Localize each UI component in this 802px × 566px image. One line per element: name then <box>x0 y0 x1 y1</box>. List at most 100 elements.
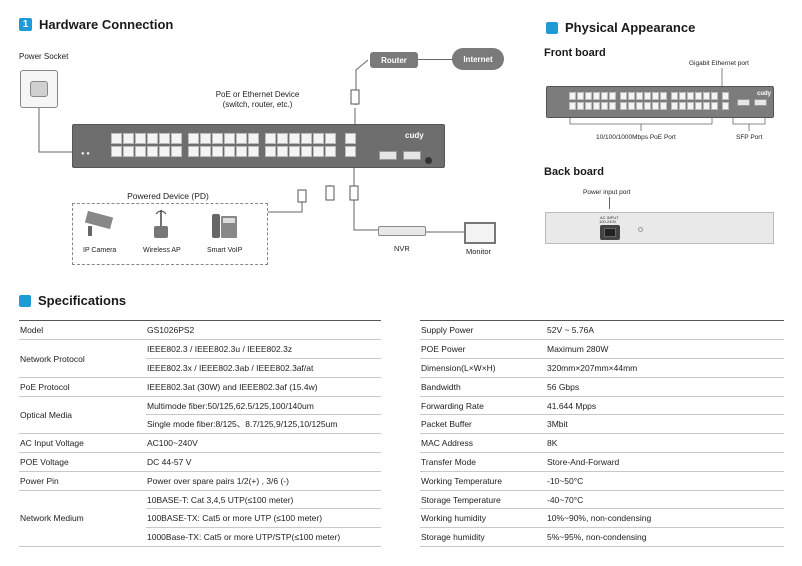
spec-row: Working Temperature-10~50°C <box>420 471 784 491</box>
rj45-port <box>577 102 584 110</box>
rj45-port <box>609 92 616 100</box>
wireless-ap-icon <box>154 210 168 238</box>
spec-label: AC Input Voltage <box>19 433 146 454</box>
sfp-slot <box>754 99 767 106</box>
rj45-port <box>123 133 134 144</box>
spec-value: 10%~90%, non-condensing <box>546 508 784 529</box>
spec-value: 3Mbit <box>546 414 784 435</box>
rj45-port <box>212 133 223 144</box>
ip-camera-icon <box>84 210 114 236</box>
sfp-port-label: SFP Port <box>736 134 763 141</box>
section-square-badge <box>546 21 558 34</box>
ip-camera-label: IP Camera <box>83 247 117 254</box>
hardware-connection-heading: Hardware Connection <box>39 17 174 32</box>
monitor-icon <box>464 222 496 244</box>
spec-value: 320mm×207mm×44mm <box>546 358 784 378</box>
spec-value: 52V ~ 5.76A <box>546 321 784 341</box>
power-input-port-label: Power input port <box>583 189 631 196</box>
internet-label: Internet <box>463 54 493 64</box>
rj45-port <box>722 102 729 110</box>
rj45-port <box>224 133 235 144</box>
rj45-port <box>628 102 635 110</box>
spec-label: Packet Buffer <box>420 414 546 435</box>
front-board-title: Front board <box>544 47 606 59</box>
rj45-port <box>277 133 288 144</box>
spec-label: MAC Address <box>420 433 546 454</box>
spec-label: Working humidity <box>420 508 546 529</box>
rj45-port <box>265 146 276 157</box>
spec-value: 41.644 Mpps <box>546 396 784 416</box>
front-brand-logo: cudy <box>757 91 772 97</box>
spec-label: Storage humidity <box>420 527 546 548</box>
rj45-port <box>236 146 247 157</box>
nvr-icon <box>378 226 426 236</box>
powered-device-label: Powered Device (PD) <box>127 191 209 201</box>
spec-label: Model <box>19 321 146 341</box>
spec-value: DC 44-57 V <box>146 452 381 472</box>
back-board-title: Back board <box>544 166 604 178</box>
rj45-port <box>159 133 170 144</box>
spec-value: IEEE802.3 / IEEE802.3u / IEEE802.3z <box>146 339 381 360</box>
spec-value: Single mode fiber:8/125、8.7/125,9/125,10… <box>146 414 381 435</box>
rj45-port <box>301 146 312 157</box>
router-icon: Router <box>370 52 418 68</box>
poe-port-label: 10/100/1000Mbps PoE Port <box>596 134 676 141</box>
power-socket-label: Power Socket <box>19 52 69 61</box>
rj45-port <box>577 92 584 100</box>
voip-phone-icon <box>212 214 237 238</box>
poe-device-sublabel: (switch, router, etc.) <box>222 100 293 109</box>
spec-label: Power Pin <box>19 471 146 491</box>
spec-row: Dimension(L×W×H)320mm×207mm×44mm <box>420 358 784 378</box>
spec-value: -40~70°C <box>546 490 784 510</box>
rj45-port <box>687 92 694 100</box>
power-input-leader <box>609 197 610 209</box>
ac-input-text: AC INPUT <box>600 215 619 220</box>
rj45-port <box>345 146 356 157</box>
nvr-label: NVR <box>394 244 410 253</box>
spec-row: IEEE802.3x / IEEE802.3ab / IEEE802.3af/a… <box>19 358 381 378</box>
rj45-port <box>601 102 608 110</box>
rj45-port <box>569 102 576 110</box>
spec-value: Maximum 280W <box>546 339 784 360</box>
rj45-port <box>671 102 678 110</box>
rj45-port <box>687 102 694 110</box>
rj45-port <box>325 133 336 144</box>
rj45-port <box>345 133 356 144</box>
rj45-port <box>248 146 259 157</box>
spec-label: Dimension(L×W×H) <box>420 358 546 378</box>
rj45-port <box>620 102 627 110</box>
rj45-port <box>703 92 710 100</box>
rj45-port <box>171 133 182 144</box>
section-number-badge: 1 <box>19 18 32 31</box>
spec-label: Network Medium <box>19 490 146 548</box>
spec-label: Working Temperature <box>420 471 546 491</box>
rj45-port <box>679 102 686 110</box>
rj45-port <box>135 146 146 157</box>
rj45-port <box>636 92 643 100</box>
rj45-port <box>679 92 686 100</box>
rj45-port <box>159 146 170 157</box>
spec-value: GS1026PS2 <box>146 321 381 341</box>
wireless-ap-label: Wireless AP <box>143 247 181 254</box>
spec-value: 5%~95%, non-condensing <box>546 527 784 548</box>
rj45-port <box>585 102 592 110</box>
spec-value: Multimode fiber:50/125,62.5/125,100/140u… <box>146 396 381 416</box>
spec-label: Optical Media <box>19 396 146 435</box>
rj45-port <box>703 102 710 110</box>
rj45-port <box>123 146 134 157</box>
rj45-port <box>224 146 235 157</box>
spec-value: 56 Gbps <box>546 377 784 397</box>
spec-label: PoE Protocol <box>19 377 146 397</box>
rj45-port <box>644 102 651 110</box>
back-board-image: AC INPUT 100-240V <box>545 212 774 244</box>
router-label: Router <box>381 55 407 65</box>
smart-voip-label: Smart VoIP <box>207 247 243 254</box>
rj45-port <box>660 92 667 100</box>
rj45-port <box>212 146 223 157</box>
